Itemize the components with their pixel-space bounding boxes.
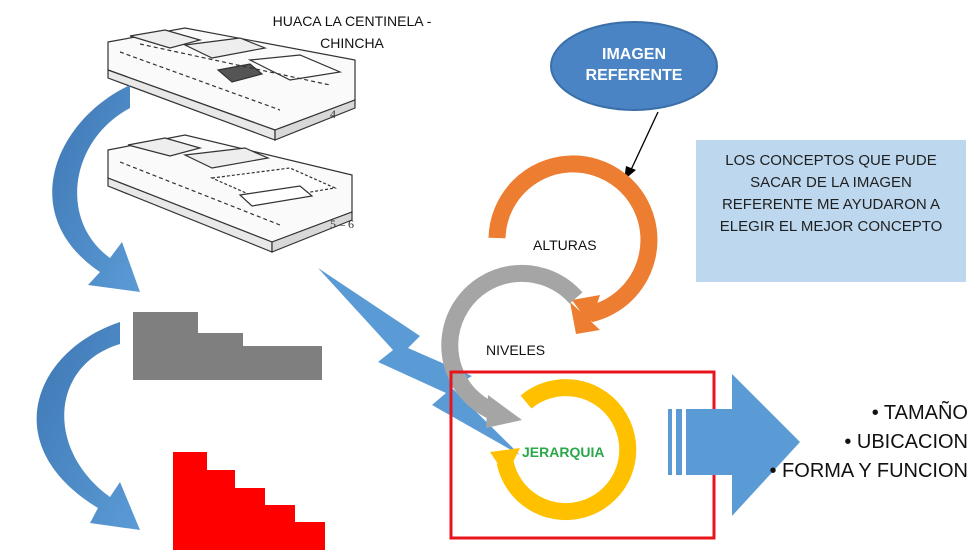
yellow-ring [496,379,637,521]
gray-ring [441,264,583,423]
ref-pointer-line [629,111,659,173]
orange-ring-arrowhead-tip [572,295,600,325]
yellow-ring-arrowhead [490,448,520,476]
reference-title-line1: HUACA LA CENTINELA - [272,13,432,29]
result-item-forma-funcion: • FORMA Y FUNCION [769,460,968,482]
curved-arrow-top [52,85,140,292]
figure-label-bottom: 5 – 6 [330,217,354,231]
figure-label-top: 4 [330,107,336,121]
ref-ellipse-line1: IMAGEN [602,46,666,63]
result-arrow [668,374,800,516]
gray-ring-arrowhead [486,395,522,428]
result-item-tamano: • TAMAÑO [871,402,968,424]
ref-ellipse [550,21,718,111]
red-staircase [173,452,325,550]
label-jerarquia: JERARQUIA [522,444,605,460]
gray-step-block [133,312,322,380]
note-line2: SACAR DE LA IMAGEN [750,174,912,191]
note-line1: LOS CONCEPTOS QUE PUDE [725,152,937,169]
ref-ellipse-label: IMAGEN REFERENTE [560,44,708,86]
ref-ellipse-line2: REFERENTE [585,67,683,84]
curved-arrow-bottom [36,322,140,530]
orange-ring [488,155,658,323]
reference-title: HUACA LA CENTINELA - CHINCHA [232,10,472,54]
reference-drawing-bottom [107,134,353,253]
concepts-note-box: LOS CONCEPTOS QUE PUDE SACAR DE LA IMAGE… [696,140,966,282]
reference-drawing-top [107,27,356,141]
note-line4: ELEGIR EL MEJOR CONCEPTO [719,218,943,235]
result-list: • TAMAÑO • UBICACION • FORMA Y FUNCION [769,399,968,486]
note-line3: REFERENTE ME AYUDARON A [721,196,941,213]
lightning-arrow [318,268,520,455]
reference-title-line2: CHINCHA [320,35,384,51]
label-alturas: ALTURAS [533,237,597,253]
result-item-ubicacion: • UBICACION [844,431,968,453]
label-niveles: NIVELES [486,342,546,358]
